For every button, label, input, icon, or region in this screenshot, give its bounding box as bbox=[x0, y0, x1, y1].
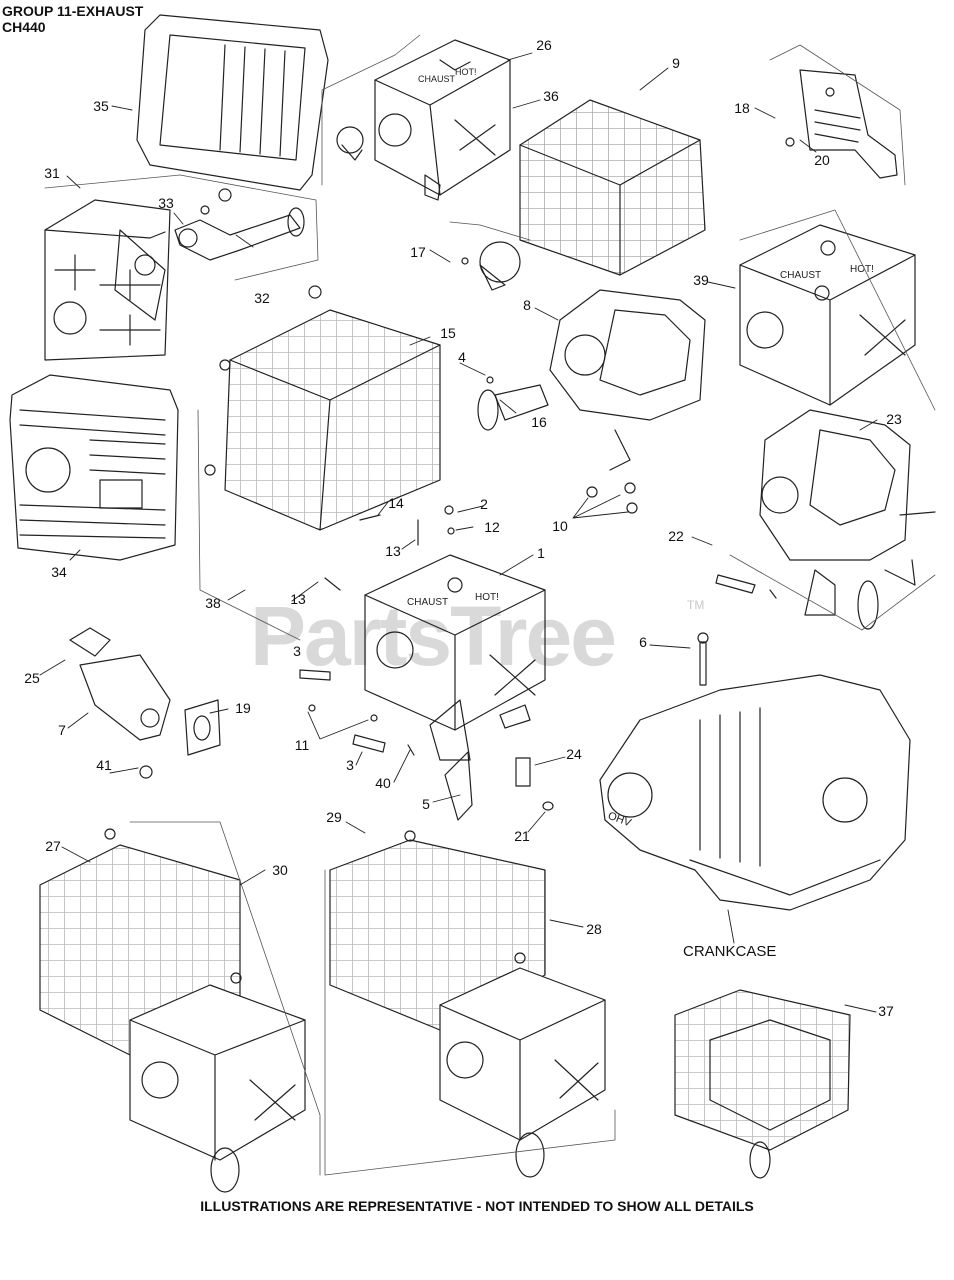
callout-20: 20 bbox=[814, 152, 830, 168]
callout-24: 24 bbox=[566, 746, 582, 762]
nuts-10 bbox=[586, 482, 638, 514]
callout-33: 33 bbox=[158, 195, 174, 211]
callout-15: 15 bbox=[440, 325, 456, 341]
footer-disclaimer: ILLUSTRATIONS ARE REPRESENTATIVE - NOT I… bbox=[200, 1198, 754, 1214]
engraved-chaust-39: CHAUST bbox=[780, 270, 821, 281]
callout-3b: 3 bbox=[346, 757, 354, 773]
muffler-39: CHAUST HOT! bbox=[739, 224, 916, 406]
callout-1: 1 bbox=[537, 545, 545, 561]
callout-13b: 13 bbox=[290, 591, 306, 607]
bolt-22 bbox=[715, 574, 777, 599]
callout-3a: 3 bbox=[293, 643, 301, 659]
heat-shield-35 bbox=[136, 14, 329, 191]
crankcase-label: CRANKCASE bbox=[683, 943, 777, 960]
callout-28: 28 bbox=[586, 921, 602, 937]
callout-labels: 1 2 3 3 4 5 6 7 8 9 10 11 12 13 13 14 15… bbox=[24, 37, 902, 1019]
callout-29: 29 bbox=[326, 809, 342, 825]
muffler-36: CHAUST HOT! bbox=[374, 39, 511, 201]
callout-23: 23 bbox=[886, 411, 902, 427]
muffler-1: CHAUST HOT! bbox=[364, 554, 546, 761]
callout-35: 35 bbox=[93, 98, 109, 114]
muffler-30 bbox=[129, 972, 306, 1193]
callout-5: 5 bbox=[422, 796, 430, 812]
callout-39: 39 bbox=[693, 272, 709, 288]
screw-4 bbox=[486, 376, 494, 384]
callout-10: 10 bbox=[552, 518, 568, 534]
callout-9: 9 bbox=[672, 55, 680, 71]
callout-41: 41 bbox=[96, 757, 112, 773]
engraved-hot-1: HOT! bbox=[475, 592, 499, 603]
callout-30: 30 bbox=[272, 862, 288, 878]
callout-12: 12 bbox=[484, 519, 500, 535]
crankcase: OHV bbox=[599, 674, 911, 911]
model-title: CH440 bbox=[2, 19, 46, 35]
spark-arrester-screen-36 bbox=[336, 126, 364, 161]
bolt-6 bbox=[697, 632, 709, 686]
callout-25: 25 bbox=[24, 670, 40, 686]
muffler-cage-15 bbox=[204, 285, 441, 531]
engraved-chaust-36: CHAUST bbox=[418, 74, 456, 84]
engraved-hot-36: HOT! bbox=[455, 67, 477, 77]
spacer-24-21 bbox=[515, 757, 554, 811]
callout-19: 19 bbox=[235, 700, 251, 716]
callout-31: 31 bbox=[44, 165, 60, 181]
callout-14: 14 bbox=[388, 495, 404, 511]
studs-13-14 bbox=[324, 505, 455, 591]
callout-21: 21 bbox=[514, 828, 530, 844]
callout-11: 11 bbox=[295, 737, 310, 753]
muffler-8 bbox=[549, 289, 706, 471]
engraved-chaust-1: CHAUST bbox=[407, 597, 448, 608]
muffler-29 bbox=[439, 967, 606, 1178]
gasket-5 bbox=[444, 751, 473, 821]
nut-41 bbox=[139, 765, 153, 779]
callout-8: 8 bbox=[523, 297, 531, 313]
exhaust-pipe-16 bbox=[477, 384, 549, 431]
group-title: GROUP 11-EXHAUST bbox=[2, 3, 144, 19]
group-boundaries bbox=[44, 34, 936, 1176]
engraved-hot-39: HOT! bbox=[850, 264, 874, 275]
callout-32: 32 bbox=[254, 290, 270, 306]
callout-7: 7 bbox=[58, 722, 66, 738]
callout-13a: 13 bbox=[385, 543, 401, 559]
callout-17: 17 bbox=[410, 244, 426, 260]
callout-16: 16 bbox=[531, 414, 547, 430]
engraved-ohv: OHV bbox=[606, 810, 633, 830]
bolts-3 bbox=[299, 669, 415, 756]
muffler-23 bbox=[759, 409, 936, 630]
exhaust-elbow-7 bbox=[69, 627, 171, 741]
callout-2: 2 bbox=[480, 496, 488, 512]
leader-lines bbox=[39, 52, 878, 1013]
caged-muffler-37 bbox=[674, 989, 851, 1179]
callout-18: 18 bbox=[734, 100, 750, 116]
gasket-19 bbox=[184, 699, 221, 756]
muffler-guard-34 bbox=[9, 374, 179, 561]
callout-38: 38 bbox=[205, 595, 221, 611]
callout-40: 40 bbox=[375, 775, 391, 791]
trademark-mark: TM bbox=[687, 598, 705, 612]
callout-34: 34 bbox=[51, 564, 67, 580]
callout-4: 4 bbox=[458, 349, 466, 365]
spark-arrester-17 bbox=[461, 241, 521, 291]
callout-36: 36 bbox=[543, 88, 559, 104]
callout-37: 37 bbox=[878, 1003, 894, 1019]
muffler-cage-9 bbox=[519, 99, 706, 276]
callout-27: 27 bbox=[45, 838, 61, 854]
callout-22: 22 bbox=[668, 528, 684, 544]
exhaust-elbow-32 bbox=[174, 188, 305, 261]
heat-shield-18 bbox=[785, 69, 898, 179]
callout-26: 26 bbox=[536, 37, 552, 53]
watermark: PartsTree bbox=[250, 589, 617, 683]
callout-6: 6 bbox=[639, 634, 647, 650]
muffler-31 bbox=[44, 199, 171, 361]
